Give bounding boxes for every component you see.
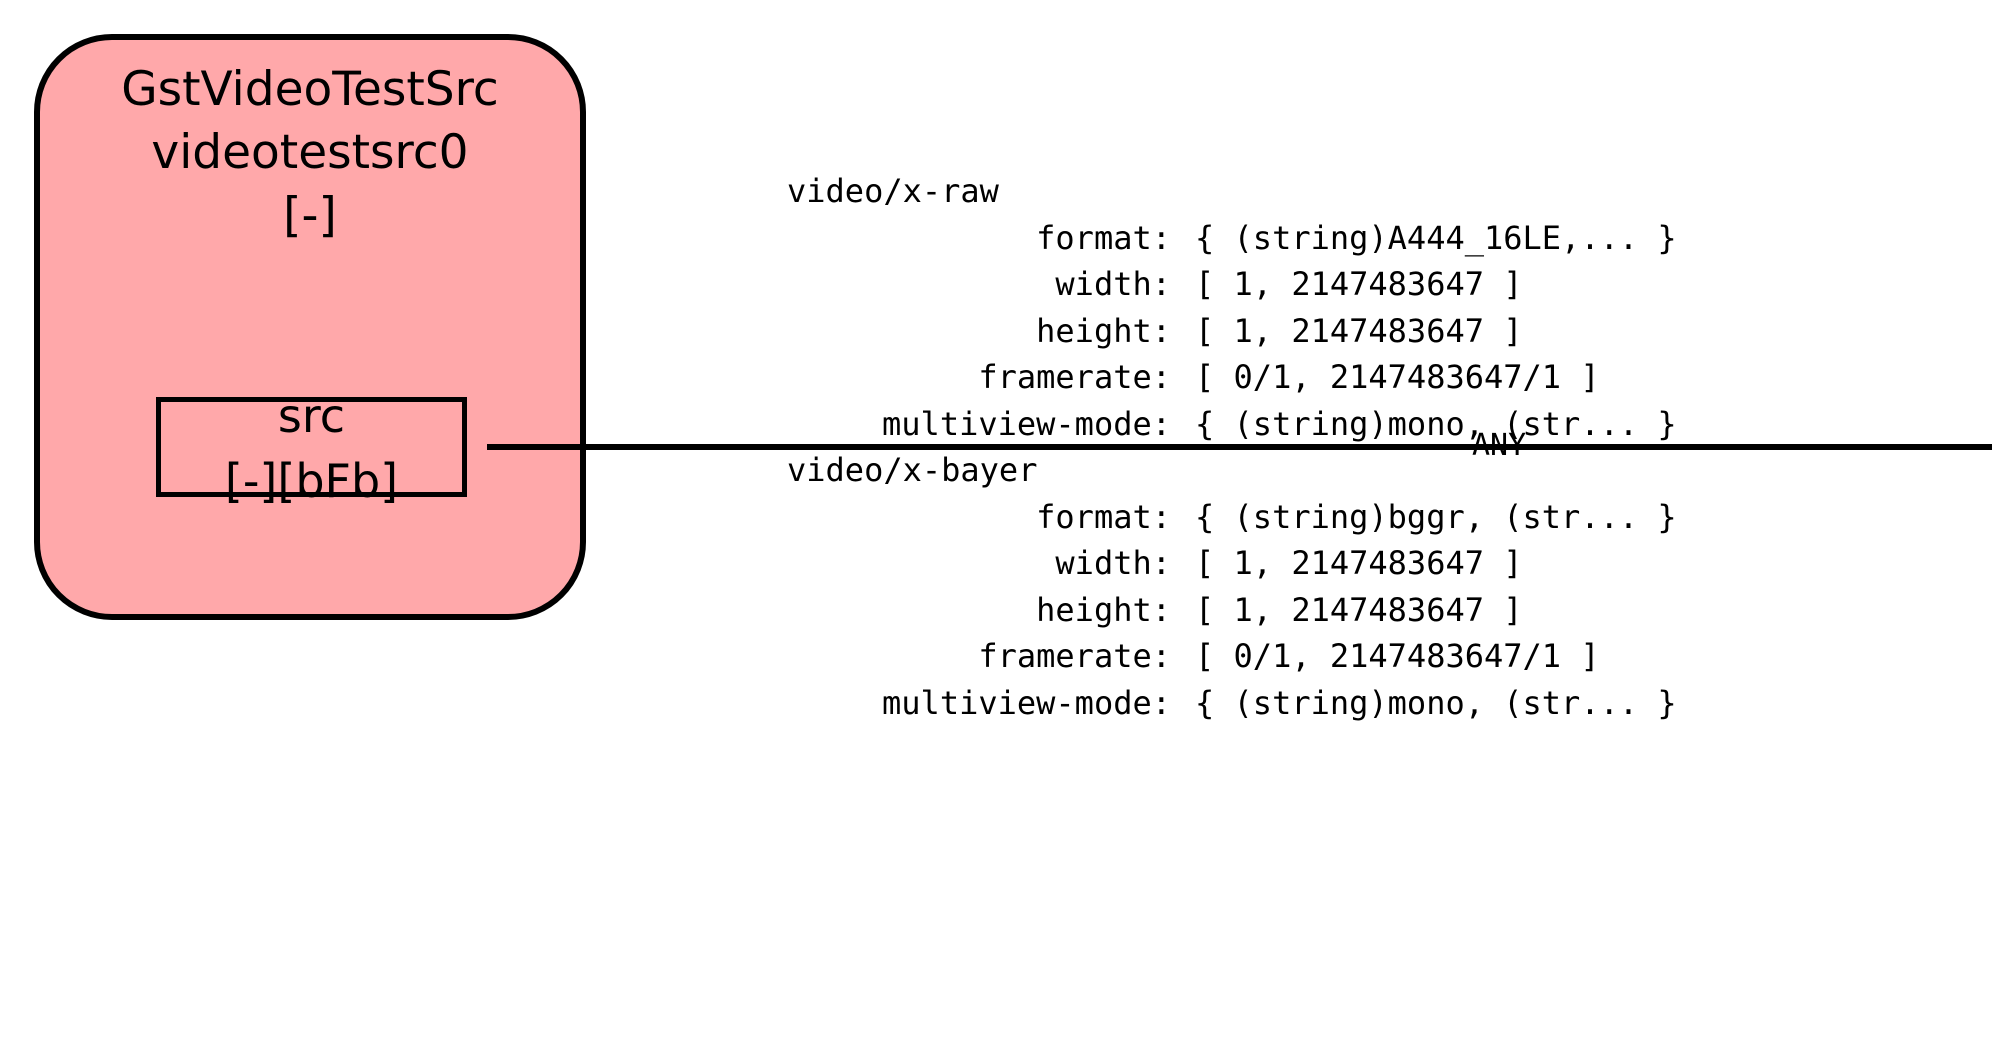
link-edge	[487, 444, 1992, 450]
caps-value: [ 1, 2147483647 ]	[1195, 544, 1523, 582]
caps-key: format:	[1036, 497, 1171, 536]
caps-key: width:	[1055, 544, 1171, 582]
caps-value: { (string)bggr, (str... }	[1195, 497, 1677, 536]
caps-mime: video/x-raw	[787, 172, 999, 210]
caps-key: framerate:	[978, 637, 1171, 675]
caps-block-video-x-bayer: video/x-bayer format: { (string)bggr, (s…	[787, 447, 1677, 1052]
caps-key: format:	[1036, 218, 1171, 257]
link-caps-label: ANY	[1472, 428, 1527, 463]
caps-value: [ 0/1, 2147483647/1 ]	[1195, 358, 1600, 396]
caps-block-video-x-raw: video/x-raw format: { (string)A444_16LE,…	[787, 168, 1677, 773]
caps-value: [ 1, 2147483647 ]	[1195, 311, 1523, 350]
caps-mime: video/x-bayer	[787, 451, 1038, 489]
caps-key: multiview-mode:	[882, 683, 1171, 722]
src-pad-label: src [-][bFb]	[156, 384, 467, 514]
caps-value: { (string)mono, (str... }	[1195, 404, 1677, 443]
pipeline-diagram: GstVideoTestSrc videotestsrc0 [-] src [-…	[34, 34, 1992, 773]
caps-value: [ 0/1, 2147483647/1 ]	[1195, 637, 1600, 675]
caps-key: height:	[1036, 311, 1171, 350]
caps-value: { (string)mono, (str... }	[1195, 683, 1677, 722]
caps-value: [ 1, 2147483647 ]	[1195, 590, 1523, 629]
element-node-videotestsrc0	[34, 34, 586, 620]
element-label: GstVideoTestSrc videotestsrc0 [-]	[34, 58, 586, 247]
element-instance-name: videotestsrc0	[151, 125, 469, 180]
element-state: [-]	[283, 188, 337, 243]
element-type-name: GstVideoTestSrc	[121, 62, 499, 117]
src-pad-box	[156, 397, 467, 497]
caps-key: height:	[1036, 590, 1171, 629]
caps-key: framerate:	[978, 358, 1171, 396]
pad-flags: [-][bFb]	[224, 454, 399, 508]
pad-name: src	[277, 389, 346, 443]
caps-key: multiview-mode:	[882, 404, 1171, 443]
caps-value: { (string)A444_16LE,... }	[1195, 218, 1677, 257]
caps-key: width:	[1055, 265, 1171, 303]
caps-value: [ 1, 2147483647 ]	[1195, 265, 1523, 303]
